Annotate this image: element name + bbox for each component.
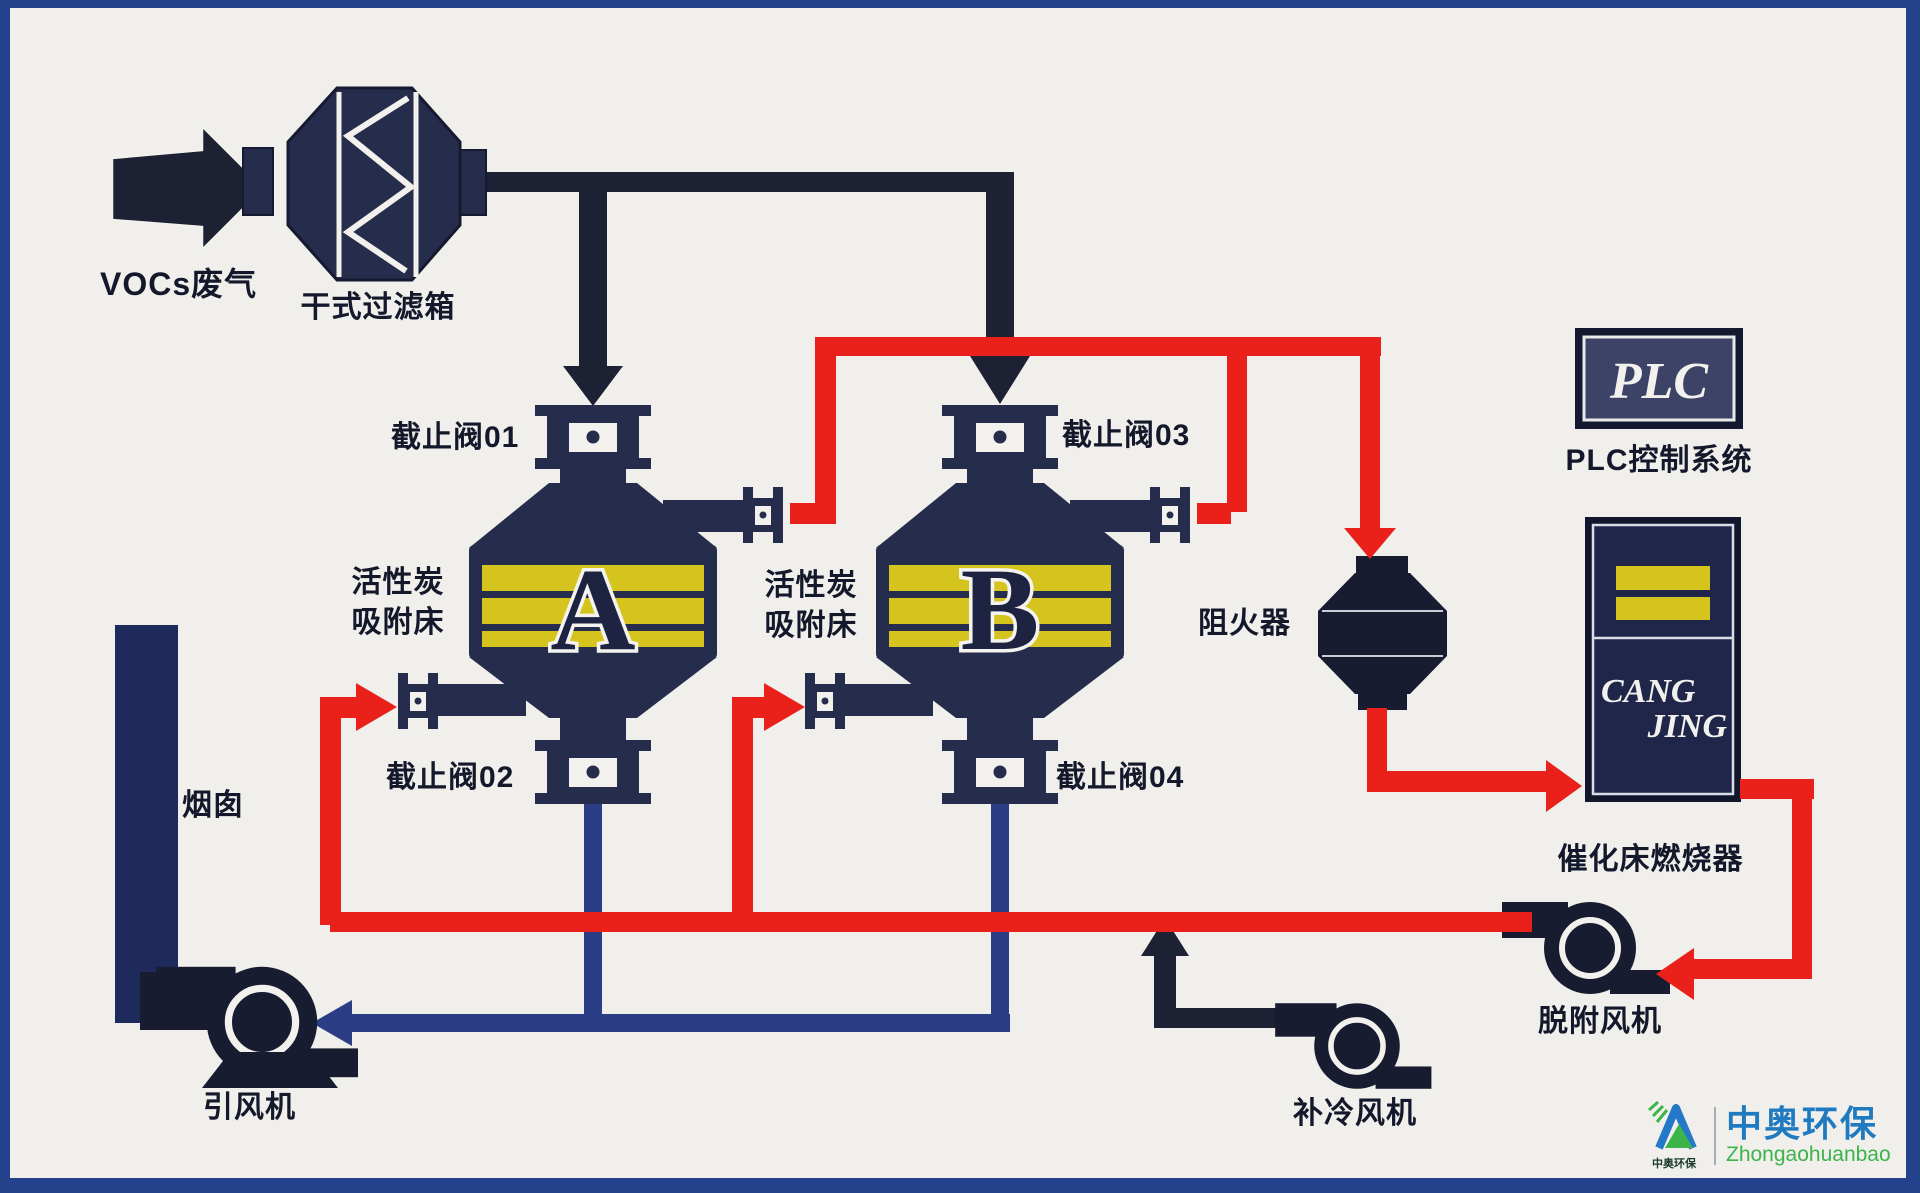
bed-b-letter: B (961, 544, 1040, 675)
logo-mark-icon (1648, 1100, 1697, 1150)
arrow-cooling-up (1141, 918, 1189, 956)
label-valve-04: 截止阀04 (1056, 761, 1185, 794)
label-plc-system: PLC控制系统 (1565, 444, 1753, 477)
plc-box: PLC (1575, 328, 1743, 429)
label-carbon-bed-b-line2: 吸附床 (764, 609, 858, 642)
label-induced-fan: 引风机 (203, 1091, 296, 1124)
filter-zigzag (342, 95, 416, 274)
arrow-into-desorption-fan (1656, 948, 1694, 1000)
bed-b-inlet-valve (805, 673, 845, 729)
label-valve-02: 截止阀02 (386, 761, 515, 794)
logo-company-cn: 中奥环保 (1726, 1102, 1879, 1144)
label-dry-filter: 干式过滤箱 (300, 291, 456, 324)
bed-a-letter: A (550, 544, 635, 675)
label-valve-03: 截止阀03 (1062, 419, 1191, 452)
desorption-hot-air-pipes (320, 337, 1814, 1000)
cooling-air-pipe (1141, 918, 1304, 1028)
plc-box-text: PLC (1609, 353, 1710, 410)
logo-mark-caption: 中奥环保 (1652, 1158, 1696, 1170)
arrow-into-valve01 (563, 366, 623, 406)
logo-company-en: Zhongaohuanbao (1726, 1142, 1891, 1166)
arrow-into-induced-fan (312, 1000, 352, 1046)
label-chimney: 烟囱 (182, 789, 244, 822)
label-catalytic-burner: 催化床燃烧器 (1557, 843, 1744, 876)
arrow-into-burner (1546, 760, 1582, 812)
dry-filter-box (242, 86, 487, 282)
induced-draft-fan (156, 967, 358, 1088)
label-vocs-gas: VOCs废气 (100, 266, 258, 302)
catalytic-burner-box: CANG JING (1585, 517, 1741, 802)
label-desorption-fan: 脱附风机 (1538, 1005, 1662, 1038)
valve-01-symbol (535, 405, 651, 469)
label-valve-01: 截止阀01 (391, 421, 520, 454)
chimney-stack (115, 625, 178, 1023)
bed-b-outlet-valve (1150, 487, 1190, 543)
label-carbon-bed-a: 活性炭 吸附床 (337, 563, 459, 643)
vocs-inlet-pipes (484, 172, 1030, 406)
label-cooling-fan: 补冷风机 (1293, 1097, 1417, 1130)
logo-divider (1714, 1106, 1716, 1165)
burner-text-line1: CANG (1601, 673, 1696, 710)
label-carbon-bed-b: 活性炭 吸附床 (750, 566, 872, 646)
arrow-into-arrester (1344, 528, 1396, 559)
valve-04-symbol (942, 740, 1058, 804)
label-flame-arrester: 阻火器 (1198, 607, 1291, 640)
company-logo: 中奥环保 中奥环保 Zhongaohuanbao (1642, 1100, 1891, 1171)
logo-text: 中奥环保 Zhongaohuanbao (1726, 1102, 1891, 1167)
adsorption-bed-b: B (805, 405, 1190, 804)
arrow-into-bed-a-inlet (356, 683, 397, 731)
flame-arrester (1318, 556, 1447, 710)
label-carbon-bed-a-line2: 吸附床 (351, 606, 445, 639)
burner-text-line2: JING (1647, 708, 1728, 745)
label-carbon-bed-a-line1: 活性炭 (351, 566, 445, 599)
bed-a-inlet-valve (398, 673, 438, 729)
arrow-into-valve03 (970, 356, 1030, 404)
valve-03-symbol (942, 405, 1058, 469)
cooling-fan-symbol (1275, 1003, 1431, 1089)
adsorption-bed-a: A (398, 405, 783, 804)
label-carbon-bed-b-line1: 活性炭 (764, 569, 858, 602)
arrow-into-bed-b-inlet (764, 683, 805, 731)
valve-02-symbol (535, 740, 651, 804)
vocs-inlet-arrow (110, 122, 266, 254)
logo-mark: 中奥环保 (1642, 1100, 1706, 1171)
bed-a-outlet-valve (743, 487, 783, 543)
